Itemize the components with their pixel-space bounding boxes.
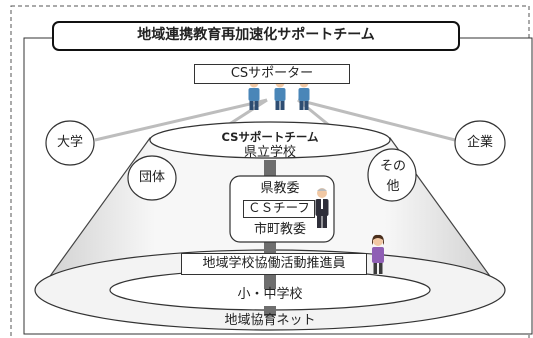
supporters-box: [194, 64, 350, 84]
coordinator-label: 地域学校協働活動推進員: [202, 256, 346, 271]
connector-3: [264, 240, 276, 254]
partner-university: 大学: [56, 135, 83, 150]
team-title: 地域連携教育再加速化サポートチーム: [137, 27, 375, 43]
coordinator-box: [181, 253, 367, 275]
partner-group: 団体: [138, 170, 165, 185]
cs-chief-box: [243, 200, 315, 218]
cone-top-ellipse: [149, 121, 391, 159]
partner-enterprise: 企業: [466, 135, 493, 150]
partner-university-circle: [45, 120, 95, 166]
prefecture-board-label: 県教委: [260, 181, 300, 196]
coordinator-figure: [372, 234, 384, 274]
connector-1: [264, 160, 276, 178]
connector-5: [264, 306, 276, 316]
cs-team-label: CSサポートチーム: [221, 130, 319, 144]
network-label: 地域協育ネット: [224, 313, 316, 328]
city-board-label: 市町教委: [253, 222, 306, 237]
prefecture-school-label: 県立学校: [243, 145, 296, 160]
schools-label: 小・中学校: [237, 287, 303, 302]
cs-chief-figure: [315, 188, 329, 228]
team-title-box: [52, 21, 460, 51]
partner-other-circle: [367, 148, 417, 202]
supporters-label: CSサポーター: [230, 66, 314, 81]
connector-4: [264, 275, 276, 289]
cs-chief-label: ＣＳチーフ: [248, 200, 310, 215]
partner-enterprise-circle: [454, 120, 506, 166]
partner-other: その他: [380, 159, 407, 194]
partner-group-circle: [127, 155, 177, 201]
